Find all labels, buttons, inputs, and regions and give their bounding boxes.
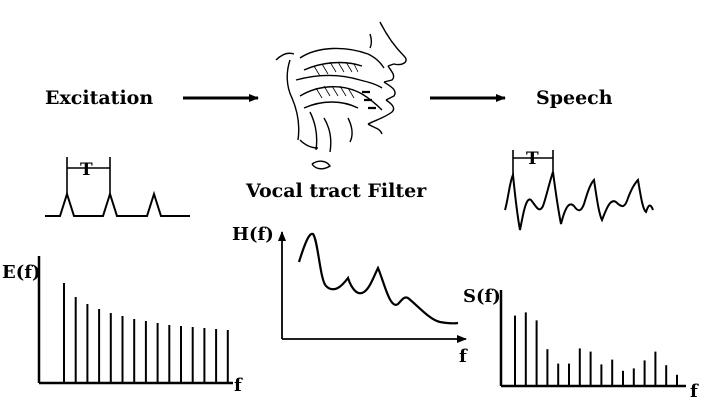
ef-axes — [37, 256, 233, 385]
f-label-middle: f — [459, 346, 468, 367]
vocal-tract-filter-label: Vocal tract Filter — [245, 180, 427, 202]
f-label-left: f — [234, 375, 243, 396]
hf-response-curve — [297, 232, 459, 325]
ef-spectrum-lines — [63, 283, 229, 383]
excitation-pulse-train — [45, 157, 190, 217]
hf-axes — [278, 231, 467, 343]
ef-axis-label: E(f) — [2, 262, 41, 283]
hf-axis-label: H(f) — [232, 224, 274, 245]
speech-waveform — [504, 150, 654, 231]
sf-spectrum-lines — [514, 312, 678, 386]
excitation-label: Excitation — [45, 87, 153, 109]
sf-axes — [499, 290, 686, 388]
sf-axis-label: S(f) — [463, 286, 501, 307]
f-label-right: f — [690, 381, 699, 402]
vocal-tract-illustration — [275, 21, 407, 170]
speech-label: Speech — [536, 87, 613, 109]
period-label-speech: T — [526, 149, 539, 169]
period-label-excitation: T — [80, 160, 93, 180]
